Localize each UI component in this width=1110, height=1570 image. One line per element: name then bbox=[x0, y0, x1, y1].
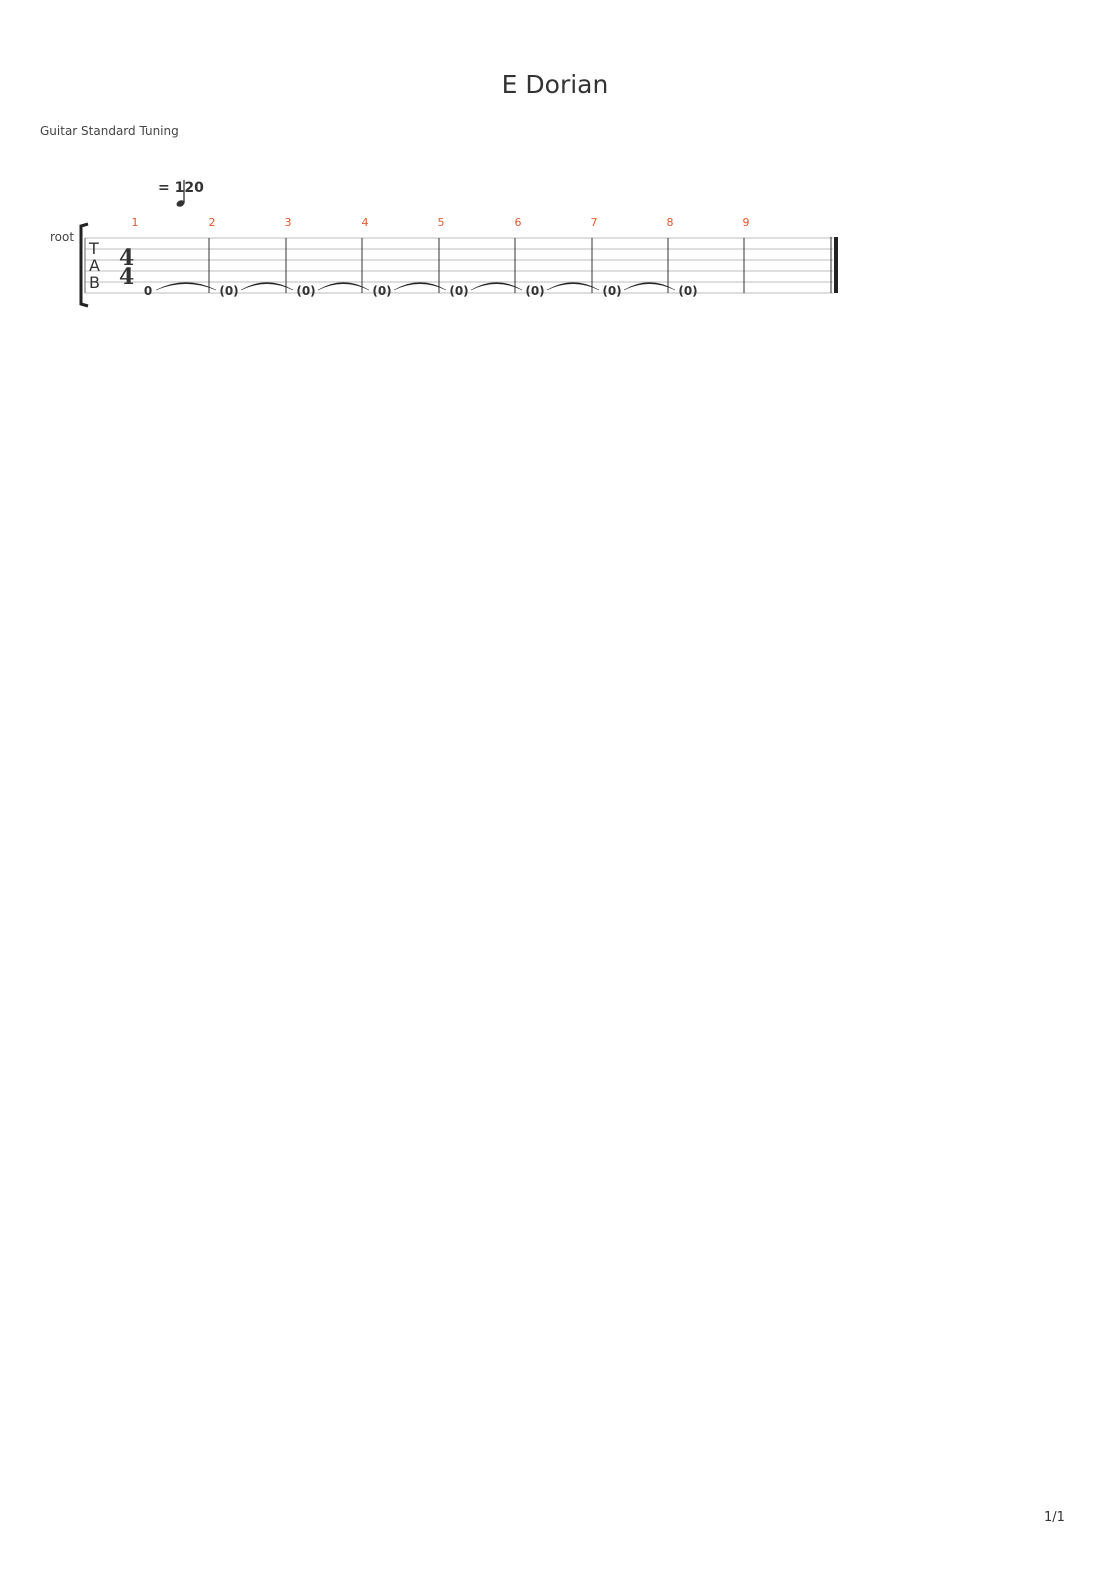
measure-number: 6 bbox=[515, 216, 522, 229]
tab-note: (0) bbox=[602, 284, 621, 298]
tab-clef-b: B bbox=[89, 273, 100, 292]
tab-note: (0) bbox=[449, 284, 468, 298]
staff-lines bbox=[84, 237, 833, 294]
tab-note: (0) bbox=[296, 284, 315, 298]
tie bbox=[623, 282, 676, 291]
tab-note: (0) bbox=[219, 284, 238, 298]
score-title: E Dorian bbox=[501, 70, 609, 99]
time-signature-bottom: 4 bbox=[119, 264, 134, 290]
system-bracket bbox=[79, 222, 89, 308]
tab-note: (0) bbox=[525, 284, 544, 298]
quarter-note-icon bbox=[176, 180, 185, 207]
measure-number: 4 bbox=[362, 216, 369, 229]
track-name: root bbox=[50, 230, 75, 244]
tuning-label: Guitar Standard Tuning bbox=[40, 124, 179, 138]
tie bbox=[470, 282, 523, 291]
measure-number: 2 bbox=[209, 216, 216, 229]
measures: 1 0 2 (0) 3 (0) 4 (0) 5 (0) 6 (0) 7 (0) 8 (0) 9 bbox=[132, 216, 750, 298]
tie bbox=[317, 282, 370, 291]
measure-number: 1 bbox=[132, 216, 139, 229]
tempo-value: = 120 bbox=[158, 180, 204, 196]
tab-note: (0) bbox=[372, 284, 391, 298]
tab-staff: T A B 4 4 1 0 2 (0) 3 (0) 4 (0) 5 (0) 6 (0) 7 (0) 8 (0)… bbox=[79, 216, 838, 308]
measure-number: 7 bbox=[591, 216, 598, 229]
tab-note: (0) bbox=[678, 284, 697, 298]
tie bbox=[393, 282, 447, 291]
measure-number: 9 bbox=[743, 216, 750, 229]
measure-number: 8 bbox=[667, 216, 674, 229]
tab-clef-a: A bbox=[89, 256, 100, 275]
measure-number: 3 bbox=[285, 216, 292, 229]
page-number: 1/1 bbox=[1044, 1510, 1065, 1525]
tie bbox=[546, 282, 600, 291]
tab-note: 0 bbox=[144, 284, 152, 298]
tie bbox=[155, 282, 217, 291]
measure-number: 5 bbox=[438, 216, 445, 229]
tie bbox=[240, 282, 294, 291]
time-signature-top: 4 bbox=[119, 245, 134, 271]
tab-clef-t: T bbox=[88, 239, 99, 258]
